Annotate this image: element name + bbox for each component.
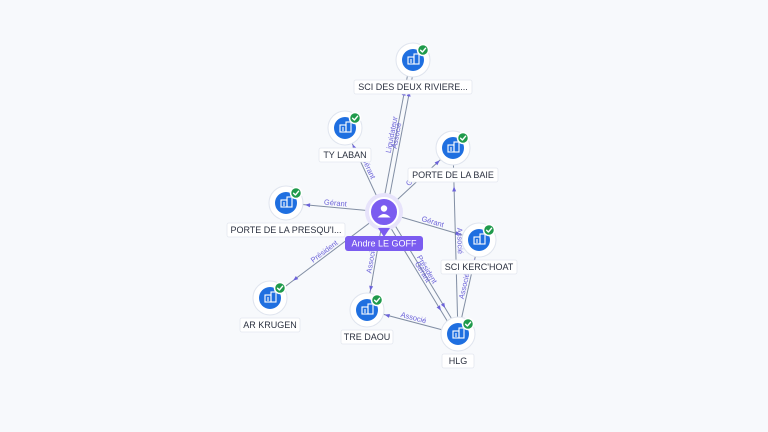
company-label: TRE DAOU xyxy=(344,332,391,342)
edge-label: Associé xyxy=(364,247,377,274)
company-label: TY LABAN xyxy=(323,150,366,160)
node-label-bg xyxy=(407,167,499,183)
check-icon xyxy=(416,43,430,57)
node-label-bg xyxy=(318,147,372,163)
company-label: SCI KERC'HOAT xyxy=(445,262,514,272)
edge-arrow xyxy=(440,302,446,309)
check-icon xyxy=(289,186,303,200)
edge-label: Gérant xyxy=(324,197,349,208)
edge-arrow xyxy=(369,285,374,291)
check-icon xyxy=(482,223,496,237)
check-icon xyxy=(461,317,475,331)
edge-arrow xyxy=(455,231,461,236)
node-label-bg xyxy=(440,259,518,275)
company-label: SCI DES DEUX RIVIERE... xyxy=(358,82,468,92)
center-person-node[interactable]: Andre LE GOFF xyxy=(345,193,423,251)
company-node-sci-kerc[interactable]: SCI KERC'HOAT xyxy=(440,222,518,275)
edge-line xyxy=(269,211,385,299)
edge-label: Gérant xyxy=(420,214,445,229)
company-node-porte-baie[interactable]: PORTE DE LA BAIE xyxy=(407,130,499,183)
node-label-bg xyxy=(239,317,301,333)
edge-arrow xyxy=(436,305,441,311)
check-icon xyxy=(370,293,384,307)
node-label-bg xyxy=(441,353,475,369)
company-node-ar-krugen[interactable]: AR KRUGEN xyxy=(239,280,301,333)
company-node-porte-presqu[interactable]: PORTE DE LA PRESQU'I... xyxy=(226,185,346,238)
company-node-ty-laban[interactable]: TY LABAN xyxy=(318,110,372,163)
edge-arrow xyxy=(293,275,299,281)
edge-label: Associé xyxy=(400,310,428,325)
company-label: PORTE DE LA BAIE xyxy=(412,170,494,180)
edge-label: Associé xyxy=(455,228,465,254)
company-node-sci-des-deux[interactable]: SCI DES DEUX RIVIERE... xyxy=(353,42,473,95)
edge-arrow xyxy=(305,203,311,208)
edge-line xyxy=(381,213,457,336)
edge-line xyxy=(385,210,461,333)
edge-label: Président xyxy=(309,238,340,265)
node-label-bg xyxy=(226,222,346,238)
company-label: AR KRUGEN xyxy=(243,320,297,330)
company-node-hlg[interactable]: HLG xyxy=(440,316,476,369)
check-icon xyxy=(348,111,362,125)
edge-arrow xyxy=(434,160,440,166)
edge-arrow xyxy=(384,313,390,318)
node-label-bg xyxy=(353,79,473,95)
company-label: HLG xyxy=(449,356,468,366)
company-node-tre-daou[interactable]: TRE DAOU xyxy=(340,292,394,345)
node-label-bg xyxy=(340,329,394,345)
check-icon xyxy=(273,281,287,295)
person-icon xyxy=(377,205,391,218)
center-person-label: Andre LE GOFF xyxy=(351,239,417,249)
check-icon xyxy=(456,131,470,145)
company-label: PORTE DE LA PRESQU'I... xyxy=(230,225,341,235)
edge-arrow xyxy=(452,186,457,192)
